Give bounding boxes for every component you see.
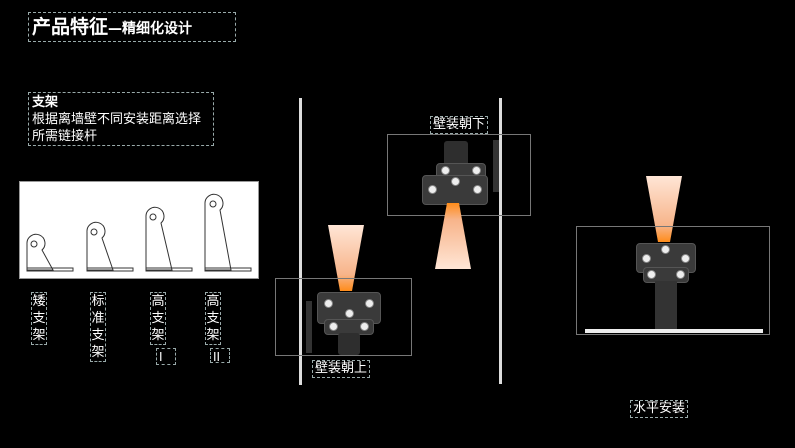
light-beam-horizontal [646, 176, 682, 242]
bracket-label-high-2: 高支架 [205, 292, 221, 345]
bracket-drawings [26, 193, 252, 272]
sensor-device [317, 292, 381, 324]
title-main: 产品特征 [32, 16, 109, 38]
high-bracket-2-drawing [204, 193, 252, 272]
light-beam-down [435, 203, 471, 269]
wall-down-frame [387, 134, 531, 216]
horizontal-frame [576, 226, 770, 335]
wall-down-label: 壁装朝下 [430, 116, 489, 134]
cable-gland [338, 333, 360, 355]
bracket-label-high-2-suffix: II [210, 348, 230, 364]
sensor-device [422, 175, 488, 205]
horizontal-label: 水平安装 [630, 400, 689, 418]
bracket-description: 支架 根据离墙壁不同安装距离选择所需链接杆 [28, 92, 214, 146]
description-heading: 支架 [32, 95, 59, 110]
wall-line-left [299, 98, 302, 385]
title-sub: —精细化设计 [108, 21, 193, 37]
cable-gland [444, 141, 468, 167]
short-bracket-drawing [26, 233, 74, 272]
page-title: 产品特征—精细化设计 [28, 12, 236, 42]
wall-bracket [306, 301, 312, 353]
standard-bracket-drawing [86, 221, 134, 272]
description-text: 根据离墙壁不同安装距离选择所需链接杆 [32, 112, 202, 144]
bracket-label-high-1: 高支架 [150, 292, 166, 345]
wall-up-label: 壁装朝上 [312, 360, 371, 378]
bracket-label-standard: 标准支架 [90, 292, 106, 362]
high-bracket-1-drawing [145, 206, 193, 272]
mounting-surface [585, 329, 763, 333]
wall-bracket [493, 140, 499, 192]
wall-line-right [499, 98, 502, 384]
bracket-label-short: 矮支架 [31, 292, 47, 345]
wall-up-frame [275, 278, 412, 356]
light-beam-up [328, 225, 364, 291]
horizontal-bracket [655, 281, 677, 329]
bracket-diagram [19, 181, 259, 279]
bracket-label-high-1-suffix: I [156, 348, 176, 365]
